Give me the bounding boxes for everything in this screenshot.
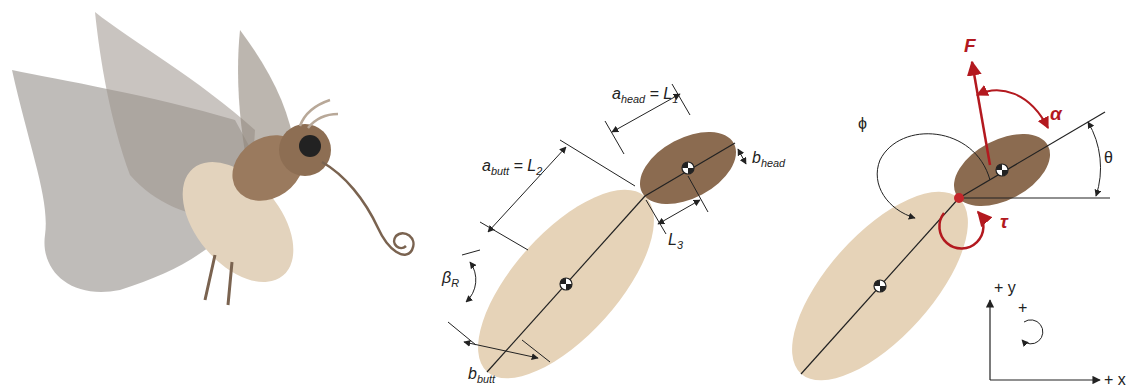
force-label: F: [964, 36, 976, 55]
angle-label: ϕ: [858, 116, 867, 132]
moth-illustration: [12, 12, 413, 305]
dimension-label: bbutt: [468, 366, 495, 385]
dimension-label: L3: [668, 232, 683, 251]
angle-label: α: [1050, 104, 1062, 123]
force-model: [762, 62, 1110, 390]
torque-label: τ: [1000, 212, 1008, 231]
axis-label: + x: [1104, 372, 1126, 388]
dimension-label: abutt = L2: [482, 158, 542, 177]
angle-label: βR: [442, 270, 459, 289]
body-model: [448, 84, 748, 390]
dimension-label: ahead = L1: [612, 86, 678, 105]
direction-label: +: [1018, 300, 1027, 316]
angle-label: θ: [1104, 150, 1113, 166]
axis-label: + y: [994, 280, 1016, 296]
dimension-label: bhead: [752, 150, 785, 169]
